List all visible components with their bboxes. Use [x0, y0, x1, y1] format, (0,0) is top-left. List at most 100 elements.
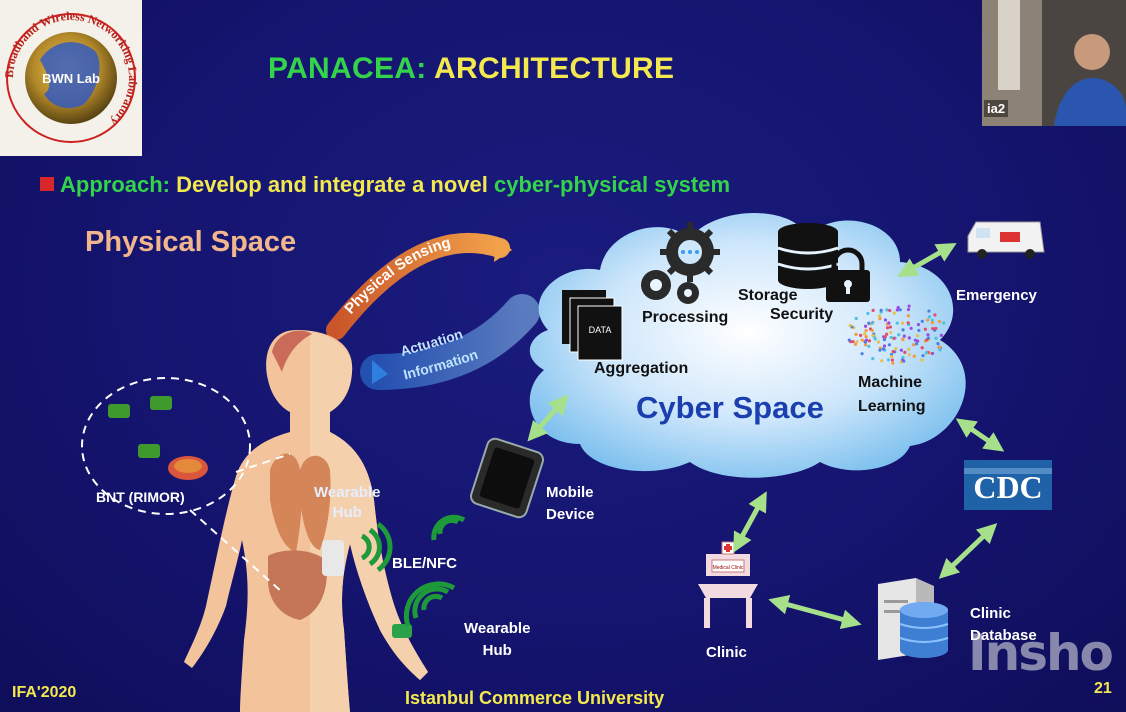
ml-node: [927, 315, 932, 319]
ml-node: [930, 318, 934, 322]
clinic-icon: Medical Clinic: [698, 541, 758, 628]
double-arrows: [527, 243, 1005, 630]
ml-node: [888, 325, 892, 329]
mobile-line2: Device: [546, 506, 595, 523]
ml-node: [924, 351, 929, 355]
ml-node: [883, 318, 888, 322]
ml-node: [934, 336, 938, 340]
clinic-db-line2: Database: [970, 627, 1037, 644]
ml-node: [886, 358, 891, 362]
ml-node: [888, 308, 892, 313]
storage-label: Storage: [738, 287, 798, 304]
clinic-sign-text: Medical Clinic: [713, 565, 744, 571]
emergency-label: Emergency: [956, 287, 1037, 304]
clinic-database-icon: [878, 578, 949, 660]
ml-node: [926, 336, 931, 340]
learning-label: Learning: [858, 398, 926, 415]
webcam-video-tile[interactable]: ia2: [982, 0, 1126, 126]
ml-node: [892, 336, 896, 340]
ml-node: [847, 338, 851, 342]
ml-node: [877, 314, 882, 318]
ml-node: [895, 321, 899, 325]
ml-node: [863, 332, 867, 336]
ml-node: [901, 328, 905, 332]
ml-node: [882, 344, 887, 348]
ml-node: [936, 341, 940, 346]
ml-node: [871, 333, 875, 338]
ml-node: [851, 340, 855, 344]
ml-node: [871, 308, 875, 312]
ml-node: [899, 348, 903, 352]
ml-node: [897, 333, 901, 337]
bwn-lab-logo: Broadband Wireless Networking Laboratory…: [0, 0, 142, 156]
ml-node: [881, 347, 886, 351]
ml-node: [926, 318, 930, 322]
ml-node: [887, 321, 891, 325]
clinic-label: Clinic: [706, 644, 747, 661]
clinic-db-line1: Clinic: [970, 605, 1011, 622]
ml-node: [903, 350, 907, 354]
processing-label: Processing: [642, 309, 729, 326]
page-number: 21: [1094, 680, 1112, 697]
ml-node: [907, 347, 911, 351]
physical-sensing-arrow: Physical Sensing: [326, 232, 512, 340]
approach-text: Develop and integrate a novel: [176, 172, 488, 197]
approach-label: Approach:: [60, 172, 170, 197]
arrow-database-cdc: [938, 523, 998, 579]
ml-node: [930, 351, 935, 356]
ml-node: [870, 328, 874, 332]
ml-node: [855, 340, 859, 344]
ml-node: [926, 333, 930, 337]
data-label: DATA: [589, 325, 612, 335]
arrow-clinic-cloud: [733, 491, 767, 553]
ml-node: [901, 355, 905, 360]
ml-node: [854, 332, 858, 336]
ml-node: [887, 343, 891, 347]
ml-node: [906, 321, 910, 325]
bnt-rimor-callout: [81, 377, 291, 593]
ml-node: [890, 355, 894, 359]
ml-node: [864, 328, 868, 333]
ml-node: [860, 338, 864, 342]
ml-node: [901, 337, 905, 341]
ml-node: [896, 305, 900, 310]
arrow-cloud-cdc: [955, 418, 1005, 452]
ml-node: [882, 338, 887, 342]
ml-node: [883, 335, 887, 339]
ml-node: [937, 345, 942, 349]
title-part1: PANACEA:: [268, 52, 427, 85]
ml-node: [870, 321, 875, 325]
ml-node: [921, 354, 925, 358]
actuation-arrow: Actuation Information: [360, 294, 540, 390]
ml-node: [889, 335, 893, 340]
ml-node: [915, 334, 920, 338]
ml-node: [906, 307, 911, 312]
ml-node: [885, 332, 889, 336]
wearable-hub-top-line1: Wearable: [314, 484, 381, 501]
ml-node: [907, 336, 911, 340]
ml-node: [878, 317, 882, 321]
ml-node: [937, 320, 942, 324]
mobile-device-icon: [469, 437, 545, 519]
ml-node: [920, 346, 924, 350]
ble-nfc-label: BLE/NFC: [392, 555, 457, 572]
approach-bullet: Approach: Develop and integrate a novel …: [40, 172, 730, 198]
ml-node: [891, 361, 895, 365]
ml-node: [911, 343, 916, 347]
ml-node: [889, 330, 893, 335]
ml-node: [909, 326, 913, 330]
machine-learning-network-icon: [847, 304, 946, 365]
ml-node: [866, 311, 870, 316]
physical-sensing-label: Physical Sensing: [341, 234, 452, 317]
wireless-signal-icons: [360, 514, 466, 627]
ml-node: [898, 308, 902, 312]
ml-node: [876, 340, 881, 344]
cdc-label: CDC: [973, 469, 1042, 505]
ml-node: [920, 358, 924, 362]
title-part2: ARCHITECTURE: [434, 52, 675, 85]
ml-node: [923, 327, 927, 331]
ml-node: [863, 324, 868, 328]
footer-conference: IFA'2020: [12, 684, 77, 701]
ml-node: [901, 321, 905, 325]
